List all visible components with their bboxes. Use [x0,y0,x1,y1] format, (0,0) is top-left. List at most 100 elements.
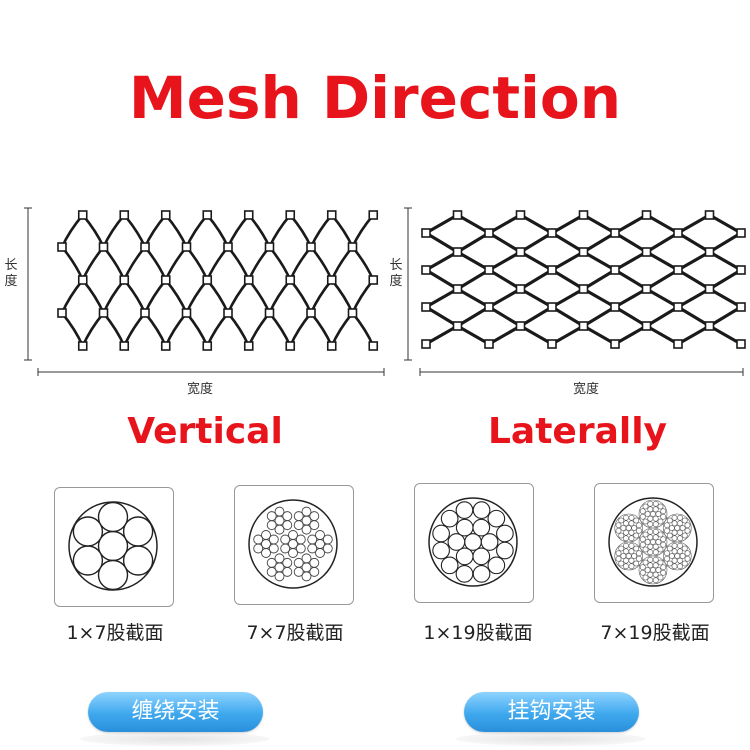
wire-strand [293,520,304,531]
wire-strand [647,562,654,569]
caption-7x7: 7×7股截面 [246,622,344,644]
mesh-wire [614,324,648,346]
ferrule [484,302,494,312]
mesh-wire [645,287,679,309]
wire-strand [666,517,673,524]
wire-strand [671,514,678,521]
wire-strand [660,508,667,515]
ferrule [140,308,150,318]
mesh-wire [268,312,292,347]
mesh-wire [143,246,167,281]
mesh-wire [102,312,126,347]
wire-strand [677,563,683,570]
wire-strand [440,509,459,528]
wire-strand [295,534,306,545]
wire-strand [261,530,271,540]
wire-strand [652,543,659,550]
mesh-wire [708,324,742,346]
wire-strand [440,556,459,575]
cross-section-7x19 [594,483,714,603]
wire-strand [480,533,499,551]
left-width-label: 宽度 [186,382,213,397]
ferrule [673,302,683,312]
mesh-wire [456,324,490,346]
wire-strand [288,530,298,540]
ferrule [673,228,683,238]
mesh-wire [268,246,292,281]
wire-strand [628,514,635,521]
mesh-wire [268,279,292,314]
mesh-wire [708,250,742,272]
ferrule [484,228,494,238]
cable-1x7-icon [68,501,158,591]
wire-strand [615,527,622,534]
wire-strand [633,560,640,567]
mesh-wire [289,312,313,347]
ferrule [347,242,358,252]
wire-strand [253,534,264,545]
ferrule [264,242,275,252]
wire-strand [628,563,635,570]
mesh-wire [185,246,209,281]
wire-strand [432,524,450,543]
mesh-wire [425,287,459,309]
wire-strand [625,553,632,559]
wire-strand [674,553,681,559]
wire-strand [282,557,293,568]
wire-strand [652,571,659,578]
ferrule [673,339,683,349]
wire-strand [268,534,279,545]
wire-strand [301,524,312,535]
mesh-wire [488,268,522,291]
mesh-wire [708,287,742,309]
ferrule [243,341,254,351]
caption-1x19: 1×19股截面 [423,622,533,644]
wire-strand [657,503,664,510]
wire-strand [671,548,678,555]
mesh-wire [519,268,553,291]
ferrule [326,210,337,220]
mesh-wire [519,213,553,235]
ferrule [610,302,620,312]
wire-strand [280,543,291,554]
hook-install-button[interactable]: 挂钩安装 [464,692,639,732]
wire-strand [652,534,659,541]
mesh-wire [551,231,585,254]
mesh-wire [330,214,354,248]
wire-strand [652,549,659,556]
ferrule [610,339,620,349]
mesh-wire [425,305,459,328]
mesh-wire [164,279,188,314]
mesh-wire [677,287,711,309]
wire-strand [253,543,264,554]
wire-strand [647,500,654,507]
wire-strand [496,541,514,560]
wire-strand [681,532,688,539]
wrap-install-button[interactable]: 缠绕安装 [88,692,263,732]
cable-7x7-icon [248,499,338,589]
wire-strand [315,530,325,540]
ferrule [736,265,746,275]
mesh-wire [143,279,167,314]
ferrule [515,321,526,331]
mesh-wire [551,324,585,346]
ferrule [285,341,296,351]
wire-strand [677,535,683,542]
laterally-subtitle: Laterally [487,411,668,452]
wire-strand [496,524,514,543]
lateral-mesh-ferrules [421,210,746,349]
wire-strand [293,557,304,568]
mesh-wire [247,312,271,347]
wire-strand [322,534,333,545]
wire-strand [274,524,285,535]
lateral-mesh-diagram [404,207,746,376]
wire-strand [652,515,659,522]
mesh-wire [60,279,84,314]
wire-strand [647,549,654,556]
wire-strand [309,557,320,568]
wire-strand [633,545,640,552]
wire-strand [639,541,646,548]
wire-strand [615,522,622,529]
ferrule [736,339,746,349]
mesh-wire [677,250,711,272]
